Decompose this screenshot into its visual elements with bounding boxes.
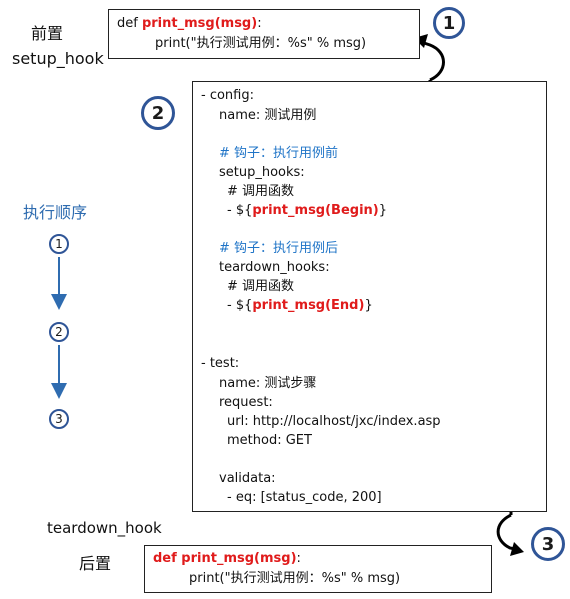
teardown-label-cn: 后置 (79, 554, 112, 573)
request-line: request: (219, 395, 273, 410)
method-line: method: GET (227, 433, 312, 448)
setup-curl-arrow (417, 39, 445, 82)
validata-line: validata: (219, 471, 276, 486)
setup-function-box: def print_msg(msg): print("执行测试用例：%s" % … (108, 9, 420, 59)
setup-comment-line: # 调用函数 (227, 184, 295, 199)
test-name-line: name: 测试步骤 (219, 376, 317, 391)
setup-item-func: print_msg(Begin) (252, 203, 379, 218)
setup-label-en: setup_hook (12, 49, 104, 68)
order-step-2: 2 (49, 322, 69, 342)
order-step-1: 1 (49, 234, 69, 254)
teardown-arrow-head (510, 542, 524, 556)
order-step-3: 3 (49, 409, 69, 429)
eq-line: - eq: [status_code, 200] (227, 490, 382, 505)
teardown-curl-arrow (496, 513, 521, 552)
setup-hooks-line: setup_hooks: (219, 165, 305, 180)
comment-before-line: # 钩子：执行用例前 (219, 146, 339, 161)
test-line: - test: (201, 356, 240, 371)
testcase-yaml-box: - config: name: 测试用例 # 钩子：执行用例前 setup_ho… (192, 81, 547, 512)
setup-func-name: print_msg(msg) (141, 16, 258, 31)
teardown-print-line: print("执行测试用例：%s" % msg) (189, 571, 401, 586)
teardown-label-en: teardown_hook (47, 519, 162, 537)
teardown-hooks-line: teardown_hooks: (219, 260, 330, 275)
setup-print-line: print("执行测试用例：%s" % msg) (155, 36, 367, 51)
url-line: url: http://localhost/jxc/index.asp (227, 414, 441, 429)
teardown-function-box: def print_msg(msg): print("执行测试用例：%s" % … (144, 545, 492, 593)
badge-2: 2 (141, 96, 175, 130)
badge-3: 3 (531, 527, 565, 561)
comment-after-line: # 钩子：执行用例后 (219, 241, 339, 256)
setup-label-cn: 前置 (31, 24, 64, 43)
teardown-item-func: print_msg(End) (252, 298, 365, 313)
badge-1: 1 (433, 7, 465, 39)
setup-def-line: def print_msg(msg): (117, 16, 262, 31)
teardown-def-func: def print_msg(msg) (153, 551, 297, 566)
teardown-def-line: def print_msg(msg): (153, 551, 301, 566)
teardown-comment-line: # 调用函数 (227, 279, 295, 294)
config-line: - config: (201, 88, 254, 103)
config-name-line: name: 测试用例 (219, 108, 317, 123)
teardown-item-line: - ${print_msg(End)} (227, 298, 373, 313)
setup-item-line: - ${print_msg(Begin)} (227, 203, 388, 218)
order-title: 执行顺序 (23, 203, 88, 222)
